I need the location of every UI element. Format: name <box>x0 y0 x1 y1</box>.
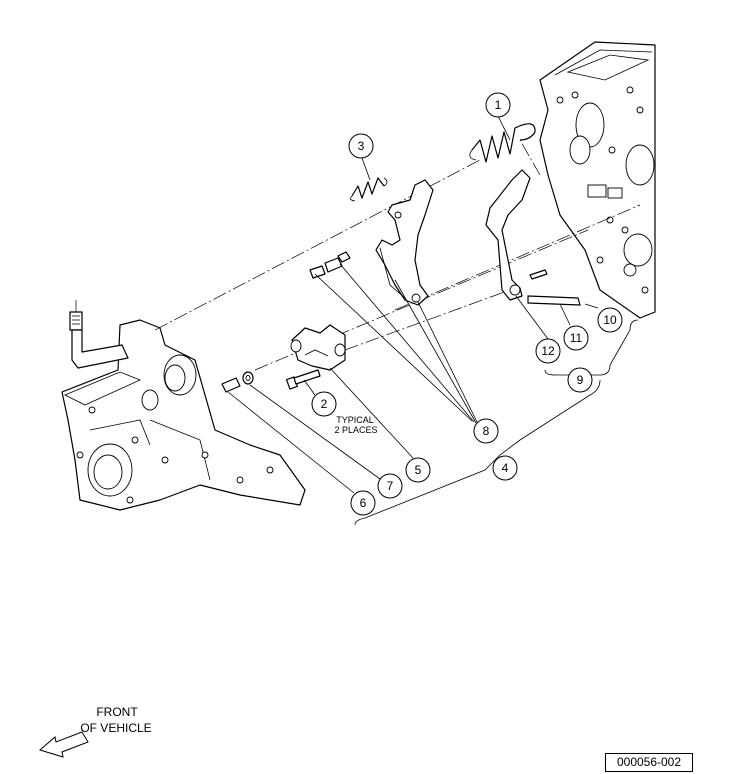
governor-shaft-post <box>69 300 129 369</box>
adjusting-pins <box>309 251 351 279</box>
callout-5: 5 <box>405 457 431 483</box>
callout-12-text: 12 <box>541 344 555 358</box>
callout-7-text: 7 <box>387 479 394 493</box>
engine-block-right <box>539 41 656 319</box>
engine-housing-left <box>61 319 306 511</box>
callout-4: 4 <box>492 455 518 481</box>
washer <box>242 371 254 385</box>
screw <box>221 377 241 393</box>
callout-5-text: 5 <box>415 463 422 477</box>
callout-3-text: 3 <box>358 139 365 153</box>
callout-3: 3 <box>348 133 374 159</box>
callout-8-text: 8 <box>483 424 490 438</box>
callout-10-text: 10 <box>603 313 617 327</box>
callout-2: 2 <box>311 391 337 417</box>
typical-note-line2: 2 PLACES <box>334 425 377 435</box>
callout-6: 6 <box>350 490 376 516</box>
governor-bracket <box>290 324 346 371</box>
callout-9-text: 9 <box>577 373 584 387</box>
callout-1-text: 1 <box>495 98 502 112</box>
callout-4-text: 4 <box>502 461 509 475</box>
front-label-line1: FRONT <box>96 705 138 719</box>
pin <box>527 295 581 306</box>
spring-small <box>350 177 388 202</box>
callout-1: 1 <box>485 92 511 118</box>
governor-lever <box>485 169 531 301</box>
callout-6-text: 6 <box>360 496 367 510</box>
front-arrow-icon <box>38 731 89 758</box>
callout-11: 11 <box>563 325 589 351</box>
front-label-line2: OF VEHICLE <box>80 721 151 735</box>
callout-8: 8 <box>473 418 499 444</box>
leader-lines <box>227 115 639 526</box>
callout-2-text: 2 <box>321 397 328 411</box>
typical-note-line1: TYPICAL <box>336 415 374 425</box>
callout-12: 12 <box>535 338 561 364</box>
callout-10: 10 <box>597 307 623 333</box>
key <box>529 269 548 280</box>
figure-reference-number: 000056-002 <box>605 753 693 772</box>
bolt <box>285 369 321 390</box>
callout-11-text: 11 <box>570 331 583 345</box>
callout-9: 9 <box>567 367 593 393</box>
spring-large <box>469 123 536 163</box>
governor-fork-arm <box>375 179 434 306</box>
callout-7: 7 <box>377 473 403 499</box>
